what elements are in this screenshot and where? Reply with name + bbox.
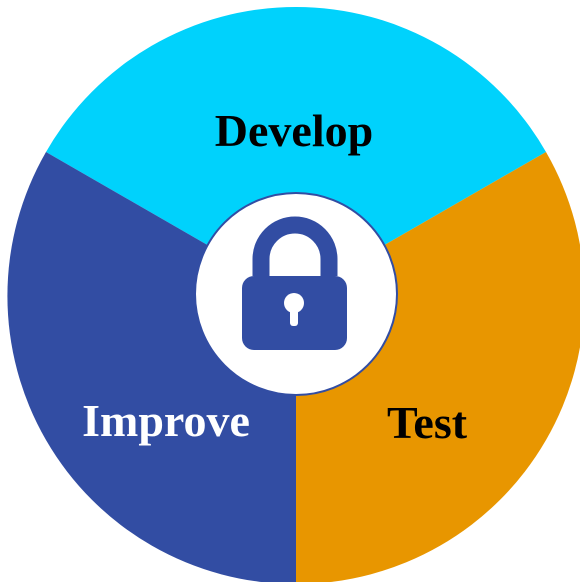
segment-develop [46, 6, 546, 296]
lock-icon [242, 216, 347, 350]
lock-shackle [252, 216, 338, 276]
segment-label-develop: Develop [215, 105, 373, 156]
segment-label-improve: Improve [82, 395, 250, 446]
keyhole-slot [290, 303, 298, 326]
segment-label-test: Test [387, 397, 468, 448]
